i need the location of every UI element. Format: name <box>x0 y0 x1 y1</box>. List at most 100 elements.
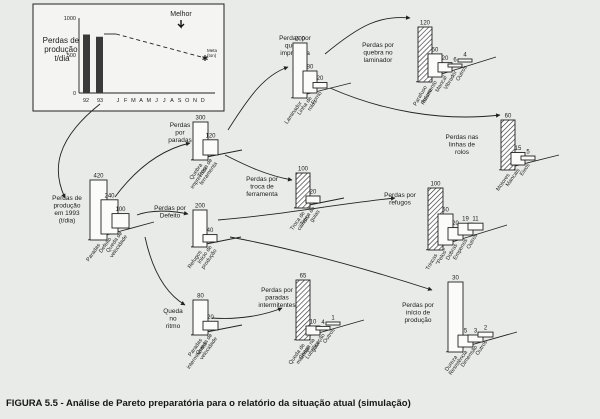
pareto-bar <box>295 279 311 341</box>
bar-value-label: 120 <box>420 21 431 27</box>
pareto-bar <box>447 281 464 353</box>
bar-value-label: 80 <box>307 65 314 71</box>
inset-month-label: O <box>185 98 190 104</box>
pareto-bar <box>457 58 473 63</box>
bar-value-label: 5 <box>464 329 468 335</box>
pareto-bar <box>202 139 219 156</box>
bar-value-label: 50 <box>432 47 439 53</box>
pareto-bar <box>467 334 484 343</box>
connector-arrows <box>57 15 501 319</box>
arrow-to-troca-ferramenta <box>224 154 293 182</box>
category-label: Troca deguias <box>299 206 321 231</box>
pareto-bar <box>477 331 494 338</box>
inset-month-label: M <box>147 98 152 104</box>
bar-value-label: 240 <box>104 193 115 199</box>
inset-month-label: A <box>170 98 174 104</box>
inset-month-label: D <box>201 98 205 104</box>
bar-value-label: 19 <box>462 217 469 223</box>
bar-value-label: 2 <box>484 326 488 332</box>
inset-month-label: J <box>155 98 158 104</box>
arrow-to-quebra-imprevista <box>227 66 289 131</box>
figure-caption: FIGURA 5.5 - Análise de Pareto preparató… <box>6 398 596 409</box>
bar-value-label: 420 <box>93 174 104 180</box>
meta-marker-icon: ✱ <box>202 54 209 63</box>
inset-bar-92 <box>83 34 90 93</box>
inset-bar-label-93: 93 <box>97 98 103 104</box>
inset-trend-chart: Perdas de produção t/dia 1000 500 0 92 9… <box>32 3 225 112</box>
bar-value-label: 4 <box>463 53 467 59</box>
arrow-to-defeito <box>136 210 189 216</box>
bar-value-label: 20 <box>442 56 449 62</box>
arrow-to-queda-ritmo <box>144 236 186 306</box>
pareto-quebra-imprevista: Perdas porquebraimprevista200Laminador80… <box>279 35 352 125</box>
arrow-to-paradas <box>114 141 191 198</box>
pareto-bar <box>202 234 218 243</box>
down-arrow-icon <box>177 20 185 29</box>
figure-number: FIGURA 5.5 <box>6 398 58 409</box>
bar-value-label: 20 <box>317 76 324 82</box>
inset-melhor: Melhor <box>170 11 192 18</box>
arrow-to-refugos <box>217 196 396 221</box>
category-label: Início deprodução <box>196 245 219 271</box>
inset-trend-line <box>115 33 206 59</box>
bar-value-label: 60 <box>505 114 512 120</box>
arrow-to-inicio-producao <box>229 236 433 291</box>
bar-value-label: 20 <box>452 221 459 227</box>
pareto-bar <box>315 325 331 331</box>
pareto-bar <box>520 155 536 161</box>
arrow-to-quebra-laminador <box>324 15 411 55</box>
bar-value-label: 5 <box>526 150 530 156</box>
bar-value-label: 20 <box>207 315 214 321</box>
inset-title: Perdas de produção t/dia <box>43 36 82 63</box>
arrow-to-linha-rolos <box>329 87 501 118</box>
bar-value-label: 40 <box>207 228 214 234</box>
arrow-to-paradas-intermitentes <box>211 307 283 319</box>
pareto-bar <box>325 321 341 326</box>
pareto-bar <box>467 222 484 231</box>
inset-month-label: F <box>124 98 128 104</box>
bar-value-label: 200 <box>195 204 206 210</box>
bar-value-label: 3 <box>474 329 478 335</box>
bar-value-label: 80 <box>197 294 204 300</box>
bar-value-label: 6 <box>453 58 457 64</box>
inset-ytick-500: 500 <box>67 53 76 59</box>
bar-value-label: 20 <box>310 190 317 196</box>
bar-value-label: 10 <box>310 320 317 326</box>
inset-month-label: N <box>193 98 197 104</box>
bar-value-label: 100 <box>298 167 309 173</box>
bar-value-label: 4 <box>321 320 325 326</box>
bar-value-label: 65 <box>300 274 307 280</box>
inset-ytick-0: 0 <box>73 91 76 97</box>
inset-month-label: S <box>178 98 182 104</box>
pareto-bar <box>305 195 321 204</box>
bar-value-label: 50 <box>442 208 449 214</box>
bar-value-label: 15 <box>515 146 522 152</box>
pareto-bar <box>302 70 318 94</box>
inset-ytick-1000: 1000 <box>64 16 76 22</box>
bar-value-label: 300 <box>195 116 206 122</box>
inset-month-label: J <box>117 98 120 104</box>
arrow-inset-to-defeito1993 <box>57 103 101 199</box>
pareto-bar <box>202 320 219 331</box>
bar-value-label: 100 <box>430 182 441 188</box>
inset-month-label: M <box>131 98 136 104</box>
pareto-bar <box>447 63 463 68</box>
bar-value-label: 200 <box>295 37 306 43</box>
